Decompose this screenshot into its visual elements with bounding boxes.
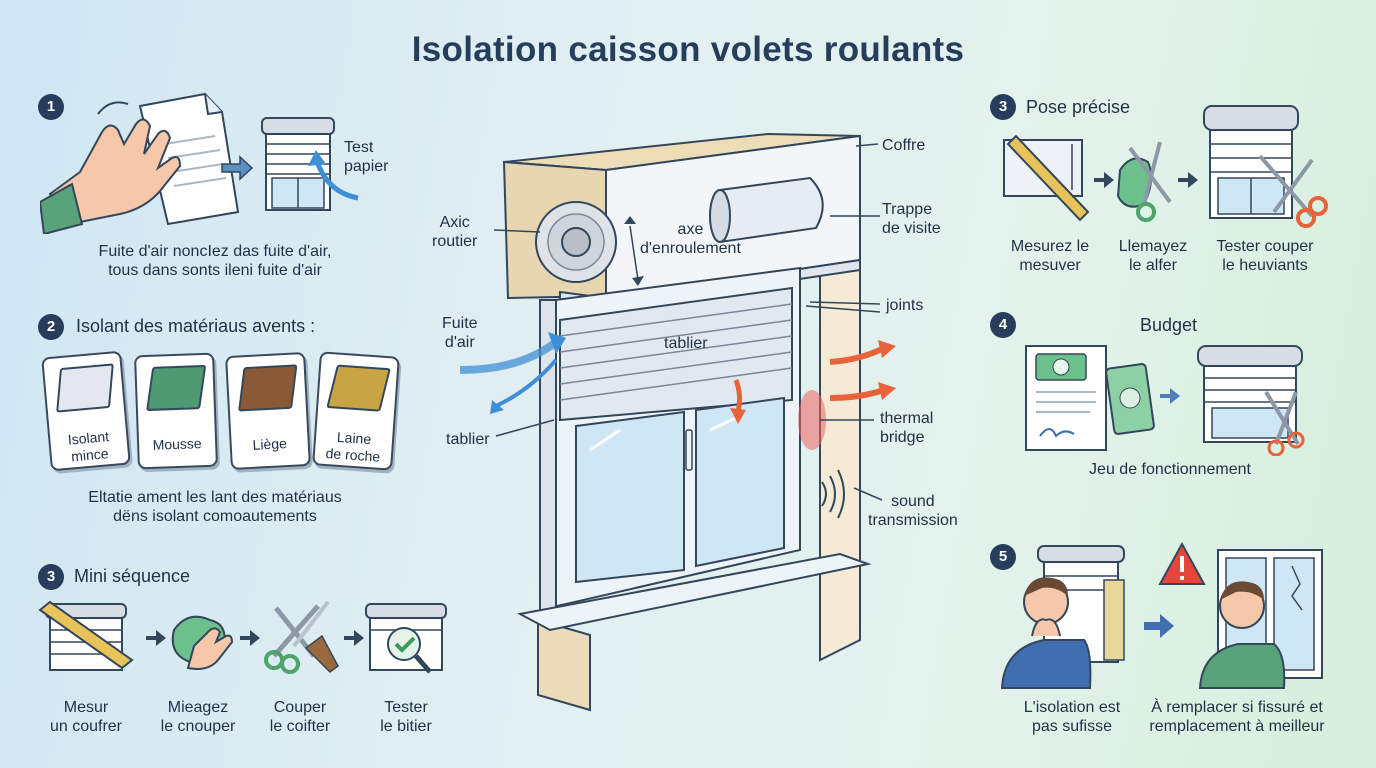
material-label: Mousse [152,435,202,453]
roller-shutter-icon [261,117,359,211]
air-leak-arrows [459,332,566,414]
sound-waves-icon [821,469,845,519]
scissors-icon [1116,141,1172,222]
shutter-box-diagram [459,132,896,712]
window-frame [539,266,801,612]
arrow-right-icon [221,155,254,181]
material-swatch [146,364,207,412]
material-swatch [326,364,391,412]
invoice-icon [1025,345,1107,451]
budget-illustration [1025,345,1305,456]
step-number-4: 4 [990,312,1016,338]
s3-heading: Mini séquence [74,566,191,586]
thermal-bridge-icon [798,390,826,450]
step-number-3-left: 3 [38,564,64,590]
r3-heading: Pose précise [1026,97,1131,117]
label-joints: joints [886,297,924,314]
step-number-5: 5 [990,544,1016,570]
label-tablier: tablier [446,431,490,448]
step-number-3-right: 3 [990,94,1016,120]
paper-sheet-icon [138,92,240,226]
cleaning-hand-icon [171,615,234,670]
arrow-right-icon [1160,388,1180,404]
arrow-right-icon [1178,172,1198,188]
worried-person-icon [1000,545,1125,689]
window-sill [517,552,872,632]
arrow-right-icon [1144,614,1174,638]
roller-shutter-icon [1203,105,1328,228]
arrow-right-icon [240,630,260,646]
hand-icon [40,101,182,234]
material-swatch [238,364,298,412]
arrow-right-icon [146,630,166,646]
material-card: Mousse [134,352,218,470]
ruler-icon [38,600,134,671]
arrow-right-icon [344,630,364,646]
cracked-window-icon [1198,549,1323,689]
step-number-1: 1 [38,94,64,120]
label-coffre: Coffre [882,137,926,154]
r4-caption: Jeu de fonctionnement [1089,461,1251,478]
page-title: Isolation caisson volets roulants [411,30,965,69]
material-swatch [56,363,114,413]
check-shutter-icon [365,603,447,674]
roller-shutter-icon [1197,345,1305,456]
s2-heading: Isolant des matériaus avents : [76,316,316,336]
paper-test-illustration [40,92,359,234]
warning-icon [1158,541,1206,585]
r4-heading: Budget [1140,315,1198,335]
label-tablier-inner: tablier [664,335,708,352]
heat-arrows [730,340,896,424]
arrow-right-icon [1094,172,1114,188]
step-number-2: 2 [38,314,64,340]
mini-sequence-illustration [38,600,447,674]
ruler-icon [1003,134,1090,222]
scissors-knife-icon [264,600,339,674]
material-card: Liège [225,351,311,471]
replacement-illustration [1000,541,1323,689]
material-label: Liège [252,435,288,453]
s1-description: Fuite d'air noncIez das fuite d'air,tous… [98,243,332,279]
banknote-icon [1105,363,1155,435]
pose-precise-illustration [1003,105,1328,228]
